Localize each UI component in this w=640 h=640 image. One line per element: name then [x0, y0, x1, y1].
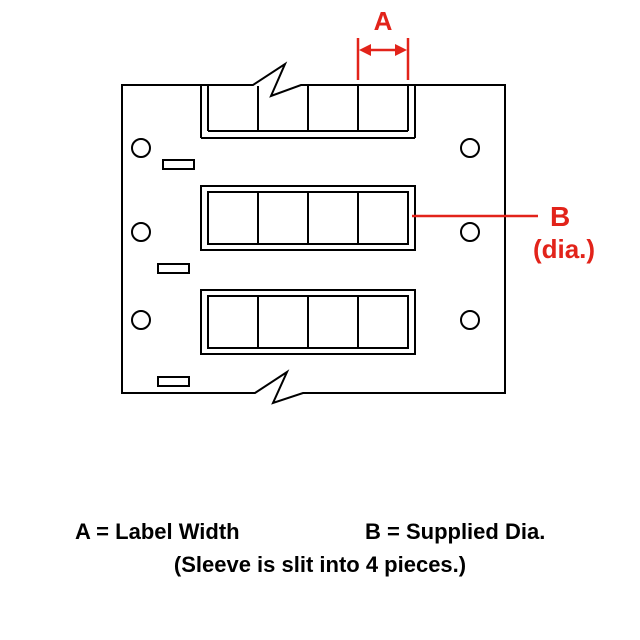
sleeve-top [200, 86, 416, 139]
dim-b-sub-label: (dia.) [533, 234, 595, 264]
feed-slot [157, 376, 190, 387]
alignment-hole [131, 222, 151, 242]
sleeve-middle [200, 185, 416, 251]
alignment-hole [460, 138, 480, 158]
dimension-b: B (dia.) [412, 201, 595, 264]
carrier-outline-with-break-marks [121, 61, 506, 405]
legend-note: (Sleeve is slit into 4 pieces.) [174, 552, 466, 577]
dim-b-label: B [550, 201, 570, 232]
feed-slots [157, 159, 195, 387]
alignment-holes-left [131, 138, 151, 330]
legend-b-definition: B = Supplied Dia. [365, 519, 545, 544]
dim-a-arrowhead-left-icon [359, 44, 371, 56]
alignment-hole [460, 222, 480, 242]
feed-slot [157, 263, 190, 274]
alignment-hole [460, 310, 480, 330]
legend: A = Label Width B = Supplied Dia. (Sleev… [75, 519, 545, 577]
dim-a-arrowhead-right-icon [395, 44, 407, 56]
dimension-a: A [356, 6, 410, 80]
dim-a-label: A [374, 6, 393, 36]
feed-slot [162, 159, 195, 170]
sleeve-bottom [200, 289, 416, 355]
carrier [121, 61, 506, 405]
alignment-hole [131, 310, 151, 330]
legend-a-definition: A = Label Width [75, 519, 240, 544]
alignment-hole [131, 138, 151, 158]
alignment-holes-right [460, 138, 480, 330]
